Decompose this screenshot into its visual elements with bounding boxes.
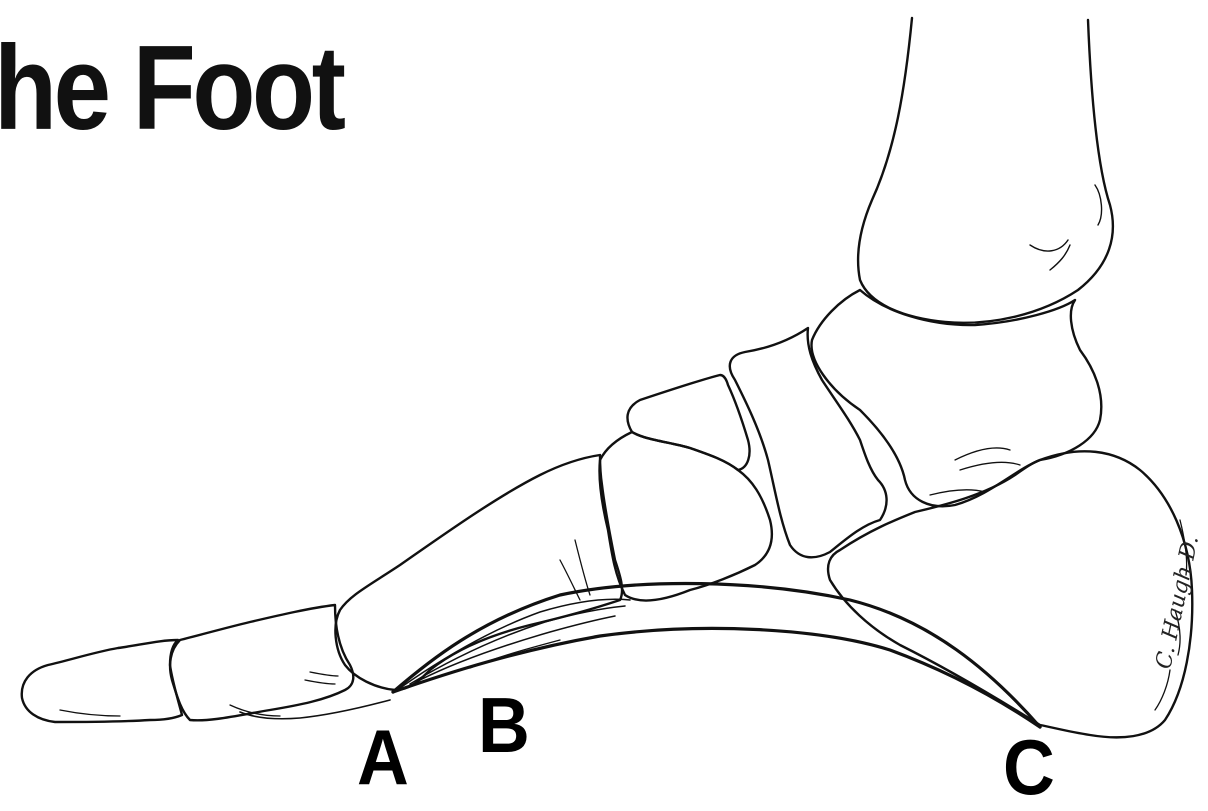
distal-phalanx-bone — [22, 640, 182, 722]
proximal-phalanx-bone — [170, 605, 353, 720]
page-title: he Foot — [0, 28, 343, 148]
talus-shading — [930, 448, 1020, 495]
navicular-bone — [730, 328, 887, 557]
cuneiform-bone-1 — [627, 375, 749, 470]
proximal-phalanx-shading — [305, 672, 338, 684]
artist-signature: C. Haugh D. — [1118, 500, 1208, 675]
point-label-a: A — [357, 718, 409, 796]
plantar-fascia-2 — [410, 606, 625, 684]
cuneiform-bone-2 — [599, 432, 771, 600]
point-label-b: B — [478, 686, 530, 764]
point-label-c: C — [1003, 728, 1055, 806]
tibia-shading — [1030, 185, 1102, 270]
tibia-bone — [858, 18, 1113, 323]
signature-text: C. Haugh D. — [1151, 533, 1204, 671]
